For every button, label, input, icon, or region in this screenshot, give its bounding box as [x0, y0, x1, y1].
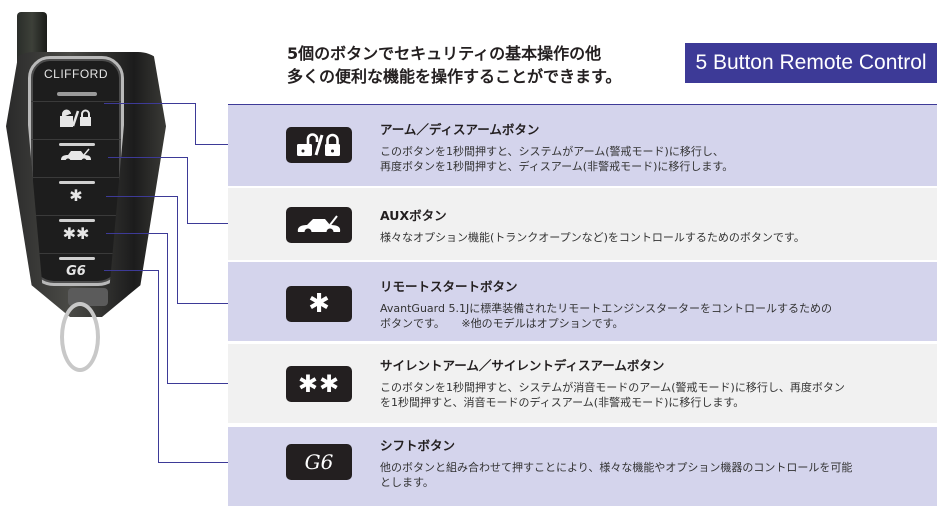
row-description-line: ボタンです。 ※他のモデルはオプションです。: [380, 317, 624, 330]
row-arm-disarm: アーム／ディスアームボタン このボタンを1秒間押すと、システムがアーム(警戒モー…: [228, 105, 937, 186]
row-description-line: を1秒間押すと、消音モードのディスアーム(非警戒モード)に移行します。: [380, 396, 745, 409]
row-description-line: とします。: [380, 476, 434, 489]
row-description: 様々なオプション機能(トランクオープンなど)をコントロールするためのボタンです。: [380, 230, 915, 245]
headline-line-1: 5個のボタンでセキュリティの基本操作の他: [287, 44, 602, 63]
g6-shift-icon: G6: [286, 444, 352, 480]
remote-fob-image: CLIFFORD ✱ ✱✱ G6: [0, 0, 230, 380]
asterisk-icon: ✱: [69, 186, 83, 205]
fob-button-aux: [31, 139, 121, 175]
double-asterisk-icon: ✱✱: [286, 366, 352, 402]
asterisk-icon: ✱: [286, 286, 352, 322]
connector-line-remote-start: [106, 196, 178, 304]
row-title: シフトボタン: [380, 438, 456, 453]
connector-line-shift: [104, 270, 159, 463]
lock-unlock-icon: [59, 109, 93, 131]
lock-unlock-icon: [286, 127, 352, 163]
row-title: リモートスタートボタン: [380, 279, 518, 294]
row-aux: AUXボタン 様々なオプション機能(トランクオープンなど)をコントロールするため…: [228, 188, 937, 260]
row-description: AvantGuard 5.1Jに標準装備されたリモートエンジンスターターをコント…: [380, 301, 915, 331]
row-description-line: AvantGuard 5.1Jに標準装備されたリモートエンジンスターターをコント…: [380, 302, 832, 315]
car-trunk-icon: [59, 148, 93, 168]
connector-line-aux: [108, 157, 188, 224]
connector-line-arm: [104, 103, 196, 145]
connector-line-silent-h: [167, 383, 286, 384]
button-description-panel: アーム／ディスアームボタン このボタンを1秒間押すと、システムがアーム(警戒モー…: [228, 104, 937, 506]
car-trunk-icon: [286, 207, 352, 243]
double-asterisk-icon: ✱✱: [62, 224, 90, 243]
brand-logo: CLIFFORD: [44, 67, 108, 81]
connector-line-silent: [106, 233, 168, 384]
fob-button-arm: [31, 101, 121, 137]
row-title: アーム／ディスアームボタン: [380, 122, 540, 137]
row-description-line: このボタンを1秒間押すと、システムがアーム(警戒モード)に移行し、: [380, 145, 724, 158]
title-banner: 5 Button Remote Control: [685, 43, 937, 83]
row-title: サイレントアーム／サイレントディスアームボタン: [380, 358, 665, 373]
fob-button-silent: ✱✱: [31, 215, 121, 251]
row-description: このボタンを1秒間押すと、システムが消音モードのアーム(警戒モード)に移行し、再…: [380, 380, 915, 410]
headline-line-2: 多くの便利な機能を操作することができます。: [287, 67, 622, 86]
g6-shift-icon: G6: [66, 264, 86, 279]
fob-button-shift: G6: [31, 253, 121, 283]
row-description: このボタンを1秒間押すと、システムがアーム(警戒モード)に移行し、 再度ボタンを…: [380, 144, 915, 174]
connector-line-shift-h: [158, 462, 286, 463]
headline: 5個のボタンでセキュリティの基本操作の他 多くの便利な機能を操作することができま…: [287, 42, 621, 88]
key-ring: [60, 302, 100, 372]
row-silent-arm: ✱✱ サイレントアーム／サイレントディスアームボタン このボタンを1秒間押すと、…: [228, 344, 937, 423]
row-shift: G6 シフトボタン 他のボタンと組み合わせて押すことにより、様々な機能やオプショ…: [228, 427, 937, 506]
key-clip: [68, 288, 108, 306]
fob-button-remote-start: ✱: [31, 177, 121, 213]
row-description-line: このボタンを1秒間押すと、システムが消音モードのアーム(警戒モード)に移行し、再…: [380, 381, 845, 394]
row-description-line: 再度ボタンを1秒間押すと、ディスアーム(非警戒モード)に移行します。: [380, 160, 734, 173]
led-indicator: [57, 92, 97, 96]
row-description: 他のボタンと組み合わせて押すことにより、様々な機能やオプション機器のコントロール…: [380, 460, 915, 490]
row-description-line: 他のボタンと組み合わせて押すことにより、様々な機能やオプション機器のコントロール…: [380, 461, 853, 474]
row-remote-start: ✱ リモートスタートボタン AvantGuard 5.1Jに標準装備されたリモー…: [228, 262, 937, 341]
row-description-line: 様々なオプション機能(トランクオープンなど)をコントロールするためのボタンです。: [380, 231, 805, 244]
row-title: AUXボタン: [380, 208, 447, 223]
